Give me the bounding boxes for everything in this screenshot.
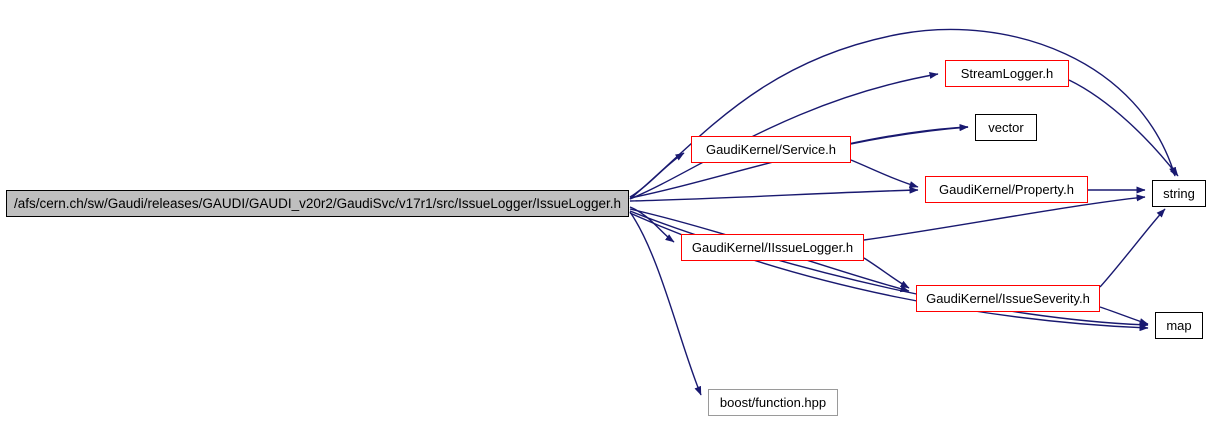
graph-edge-issueseverity-to-string [1099,208,1166,288]
graph-edge-issueseverity-to-map [1099,306,1149,325]
graph-node-vector[interactable]: vector [975,114,1037,141]
graph-edge-iissuelogger-to-string [863,194,1146,241]
graph-node-map[interactable]: map [1155,312,1203,339]
graph-edge-root-to-string [629,28,1176,200]
graph-node-root[interactable]: /afs/cern.ch/sw/Gaudi/releases/GAUDI/GAU… [6,190,629,217]
graph-node-boostfunction[interactable]: boost/function.hpp [708,389,838,416]
graph-node-label: vector [988,120,1024,135]
graph-edge-root-to-boostfunction [629,211,702,396]
graph-node-label: GaudiKernel/Service.h [705,142,837,157]
graph-edge-service-to-vector [850,124,969,145]
graph-edge-iissuelogger-to-issueseverity [863,257,910,289]
graph-node-label: GaudiKernel/IssueSeverity.h [926,291,1090,306]
graph-edge-root-to-streamlogger [629,72,939,200]
graph-edge-service-to-property [850,159,919,188]
graph-edge-streamlogger-to-string [1068,79,1179,177]
graph-node-label: StreamLogger.h [960,66,1054,81]
graph-node-label: /afs/cern.ch/sw/Gaudi/releases/GAUDI/GAU… [13,195,622,211]
graph-node-label: GaudiKernel/Property.h [939,182,1074,197]
graph-node-service[interactable]: GaudiKernel/Service.h [691,136,851,163]
graph-node-label: map [1166,318,1192,333]
graph-node-property[interactable]: GaudiKernel/Property.h [925,176,1088,203]
graph-node-label: string [1163,186,1195,201]
graph-node-iissuelogger[interactable]: GaudiKernel/IIssueLogger.h [681,234,864,261]
graph-edge-root-to-property [629,186,919,202]
graph-node-label: boost/function.hpp [719,395,827,410]
graph-node-string[interactable]: string [1152,180,1206,207]
graph-node-label: GaudiKernel/IIssueLogger.h [691,240,854,255]
graph-node-streamlogger[interactable]: StreamLogger.h [945,60,1069,87]
graph-edge-root-to-service [629,152,685,198]
graph-node-issueseverity[interactable]: GaudiKernel/IssueSeverity.h [916,285,1100,312]
